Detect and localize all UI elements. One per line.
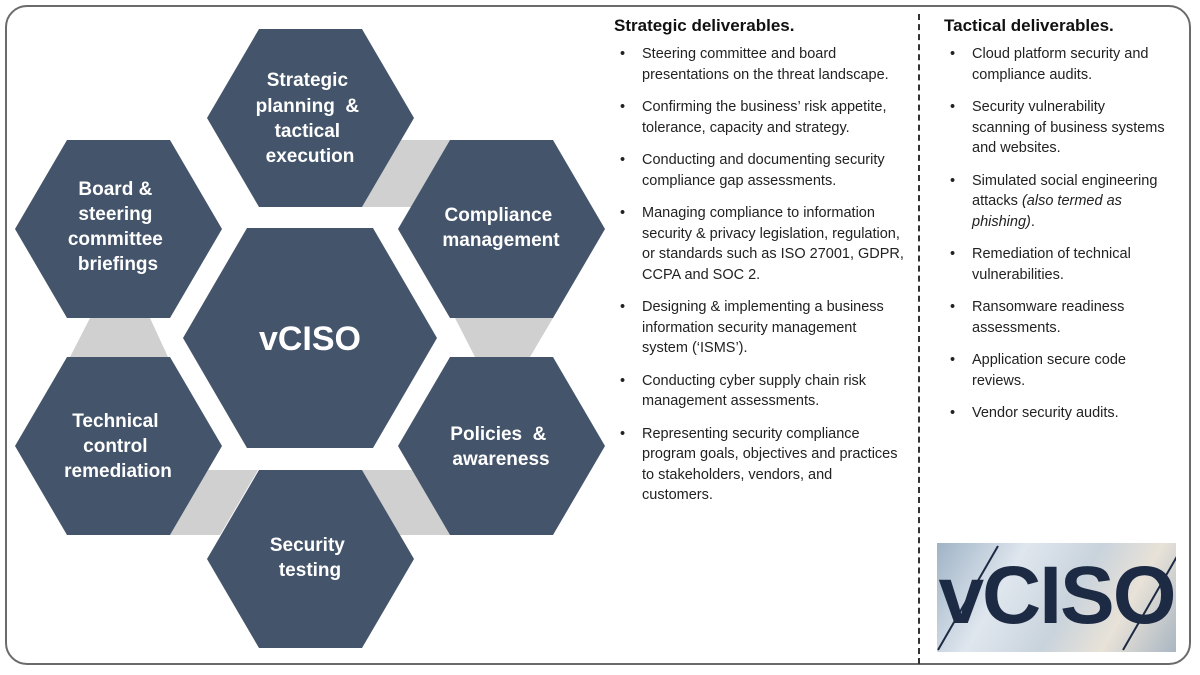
hex-technical-remediation: [15, 357, 222, 535]
vciso-hexagon-diagram: Strategic planning & tactical execution …: [15, 29, 605, 648]
hex-vciso-center: [183, 228, 437, 448]
list-item: Simulated social engineering attacks (al…: [944, 171, 1166, 233]
hex-strategic-planning: [207, 29, 414, 207]
hex-label-board: Board & steering committee briefings: [68, 179, 168, 275]
list-item: Conducting cyber supply chain risk manag…: [614, 371, 906, 412]
hex-board-briefings: [15, 140, 222, 318]
hex-compliance: [398, 140, 605, 318]
list-item: Designing & implementing a business info…: [614, 297, 906, 359]
hex-label-technical: Technical control remediation: [64, 411, 172, 482]
strategic-deliverables: Strategic deliverables. Steering committ…: [614, 16, 906, 518]
outer-frame: [5, 5, 1191, 665]
hex-label-strategic: Strategic planning & tactical execution: [256, 70, 365, 167]
hex-policies: [398, 357, 605, 535]
list-item: Application secure code reviews.: [944, 350, 1166, 391]
list-item: Conducting and documenting security comp…: [614, 150, 906, 191]
list-item: Confirming the business’ risk appetite, …: [614, 97, 906, 138]
vciso-banner-image: vCISO: [937, 543, 1176, 652]
connector-testing-technical: [170, 470, 258, 535]
hex-label-policies: Policies & awareness: [450, 424, 551, 470]
list-item: Managing compliance to information secur…: [614, 203, 906, 285]
list-item: Steering committee and board presentatio…: [614, 44, 906, 85]
connector-technical-board: [70, 318, 168, 357]
list-item: Vendor security audits.: [944, 403, 1166, 424]
hex-label-vciso: vCISO: [259, 320, 361, 358]
banner-text: vCISO: [938, 550, 1176, 641]
list-item: Ransomware readiness assessments.: [944, 297, 1166, 338]
tactical-deliverables: Tactical deliverables. Cloud platform se…: [944, 16, 1166, 436]
list-item: Security vulnerability scanning of busin…: [944, 97, 1166, 159]
connectors: [70, 140, 553, 535]
dashed-divider: [918, 14, 920, 664]
strategic-title: Strategic deliverables.: [614, 16, 795, 35]
connector-compliance-policies: [455, 318, 553, 357]
list-item: Representing security compliance program…: [614, 424, 906, 506]
item-end: .: [1030, 213, 1035, 230]
list-item: Remediation of technical vulnerabilities…: [944, 244, 1166, 285]
item-text: Simulated social engineering attacks: [972, 172, 1158, 210]
hex-label-testing: Security testing: [270, 535, 350, 581]
connector-policies-testing: [362, 470, 450, 535]
item-italic-note: (also termed as phishing): [972, 193, 1122, 230]
hex-label-compliance: Compliance management: [442, 205, 560, 251]
connector-top-compliance: [362, 140, 450, 207]
hex-security-testing: [207, 470, 414, 648]
tactical-title: Tactical deliverables.: [944, 16, 1114, 35]
list-item: Cloud platform security and compliance a…: [944, 44, 1166, 85]
